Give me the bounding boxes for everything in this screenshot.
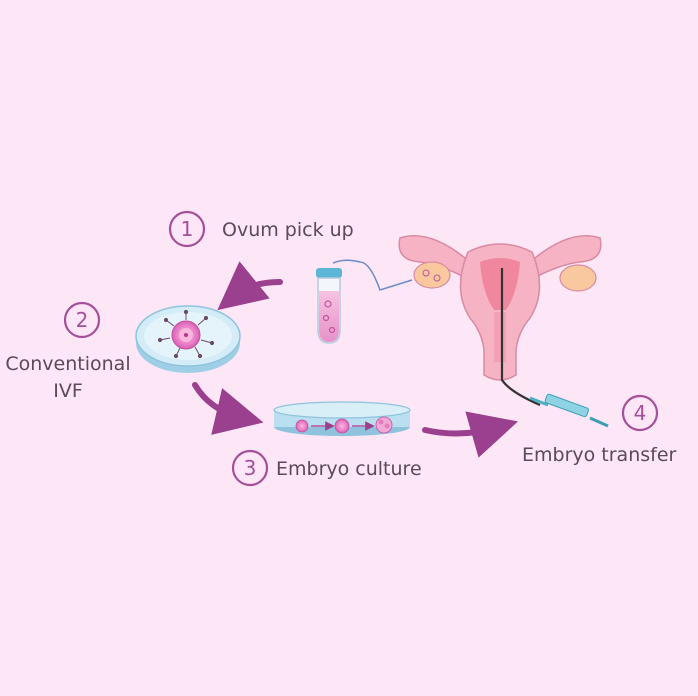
culture-dish-icon [273, 401, 411, 436]
arrow-1-to-2 [217, 261, 283, 311]
petri-dish-ivf-icon [135, 305, 241, 373]
step-1-number-circle [168, 210, 206, 248]
step-1-label: 1 Ovum pick up [168, 210, 354, 248]
step-2-text-line1: Conventional [5, 353, 130, 375]
step-2-text-line2: IVF [53, 380, 83, 402]
arrow-3-to-4 [422, 411, 519, 458]
test-tube-icon [316, 259, 413, 344]
step-2-number: 2 [76, 308, 89, 332]
step-1-number: 1 [181, 217, 194, 241]
uterus-illustration [398, 234, 609, 428]
step-3-label: 3 Embryo culture [231, 449, 422, 487]
step-3-number: 3 [244, 456, 257, 480]
syringe-icon [529, 393, 609, 428]
step-4-number-circle [621, 394, 659, 432]
step-3-text: Embryo culture [276, 458, 422, 480]
arrow-2-to-3 [192, 382, 264, 435]
step-2-label: 2 Conventional IVF [5, 301, 131, 402]
step-4-number: 4 [634, 401, 647, 425]
step-2-number-circle [63, 301, 101, 339]
step-4-label: 4 Embryo transfer [522, 394, 677, 466]
step-1-text: Ovum pick up [222, 219, 354, 241]
step-4-text: Embryo transfer [522, 444, 677, 466]
step-3-number-circle [231, 449, 269, 487]
